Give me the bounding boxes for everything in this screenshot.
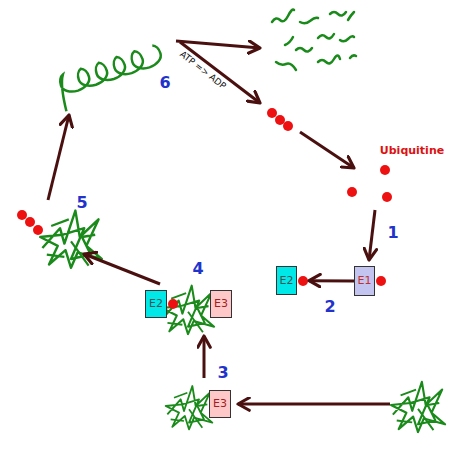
enzyme-e3: E3	[209, 390, 231, 418]
ubiquitin-label: Ubiquitine	[380, 144, 444, 157]
enzyme-name: E3	[214, 298, 228, 310]
protein-folded	[40, 211, 102, 268]
cycle-arrows	[48, 41, 390, 404]
energy-label: ATP => ADP	[178, 49, 228, 91]
protein-helix	[55, 44, 168, 111]
callout-number: 2	[324, 297, 335, 316]
enzyme-name: E2	[149, 298, 163, 310]
enzyme-name: E1	[358, 275, 372, 287]
enzyme-e3: E3	[210, 290, 232, 318]
callout-number: 6	[159, 73, 170, 92]
callout-number: 1	[387, 223, 398, 242]
ubiquitin-dots	[17, 108, 392, 309]
enzyme-e2: E2	[276, 266, 297, 295]
enzyme-e1: E1	[354, 266, 375, 296]
protein-folded	[162, 286, 214, 335]
callout-number: 5	[76, 193, 87, 212]
protein-folded	[391, 382, 445, 432]
transfer-arrow	[309, 279, 354, 282]
callout-number: 3	[217, 363, 228, 382]
peptide-fragments	[272, 10, 356, 70]
protein-folded	[166, 386, 213, 429]
enzyme-name: E3	[213, 398, 227, 410]
callout-number: 4	[192, 259, 203, 278]
enzyme-name: E2	[280, 275, 294, 287]
enzyme-e2: E2	[145, 290, 167, 318]
